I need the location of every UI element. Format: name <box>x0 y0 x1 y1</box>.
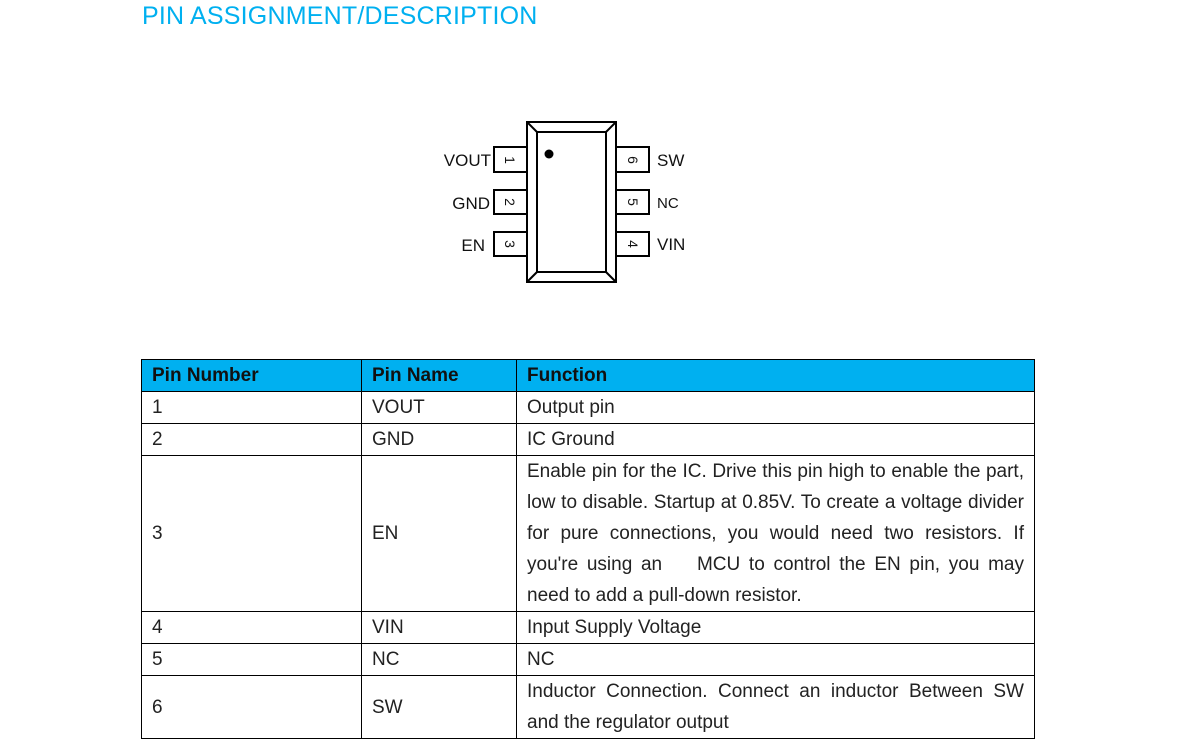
pin-5-pad <box>615 189 650 215</box>
pin-3-pad <box>493 231 528 257</box>
pin-label-gnd: GND <box>452 194 490 213</box>
pin-number-4: 4 <box>625 240 641 248</box>
pin-number-cell: 5 <box>141 643 362 676</box>
pin-label-nc: NC <box>657 195 679 212</box>
function-cell: Input Supply Voltage <box>516 611 1035 644</box>
header-pin-name: Pin Name <box>361 359 517 392</box>
pin-diagram: VOUT GND EN SW NC VIN 1 2 3 6 5 4 <box>444 121 685 283</box>
pin-4-pad <box>615 231 650 257</box>
pin-name-cell: EN <box>361 455 517 612</box>
chip-body-outer <box>526 121 617 283</box>
pin-number-2: 2 <box>502 198 518 206</box>
function-cell: NC <box>516 643 1035 676</box>
pin-number-cell: 4 <box>141 611 362 644</box>
pin-number-cell: 2 <box>141 423 362 456</box>
chip-body-inner <box>536 131 607 273</box>
function-cell: IC Ground <box>516 423 1035 456</box>
pin-number-cell: 1 <box>141 391 362 424</box>
function-cell: Output pin <box>516 391 1035 424</box>
header-function: Function <box>516 359 1035 392</box>
pin-label-en: EN <box>461 236 485 255</box>
pin-number-cell: 6 <box>141 675 362 739</box>
function-cell: Enable pin for the IC. Drive this pin hi… <box>516 455 1035 612</box>
table-header-row: Pin Number Pin Name Function <box>141 359 1035 392</box>
pin-number-cell: 3 <box>141 455 362 612</box>
function-cell: Inductor Connection. Connect an inductor… <box>516 675 1035 739</box>
pin1-marker-dot <box>544 149 554 159</box>
section-title: PIN ASSIGNMENT/DESCRIPTION <box>142 2 538 30</box>
pin-label-vin: VIN <box>657 235 685 254</box>
pin-number-3: 3 <box>502 240 518 248</box>
pin-name-cell: SW <box>361 675 517 739</box>
pin-2-pad <box>493 189 528 215</box>
pin-name-cell: NC <box>361 643 517 676</box>
pin-name-cell: VIN <box>361 611 517 644</box>
pin-number-5: 5 <box>625 198 641 206</box>
pin-name-cell: GND <box>361 423 517 456</box>
pin-name-cell: VOUT <box>361 391 517 424</box>
pin-label-sw: SW <box>657 151 684 170</box>
pin-number-6: 6 <box>625 156 641 164</box>
header-pin-number: Pin Number <box>141 359 362 392</box>
pin-label-vout: VOUT <box>444 151 491 170</box>
pin-6-pad <box>615 146 650 173</box>
pin-1-pad <box>493 146 528 173</box>
pin-number-1: 1 <box>502 156 518 164</box>
